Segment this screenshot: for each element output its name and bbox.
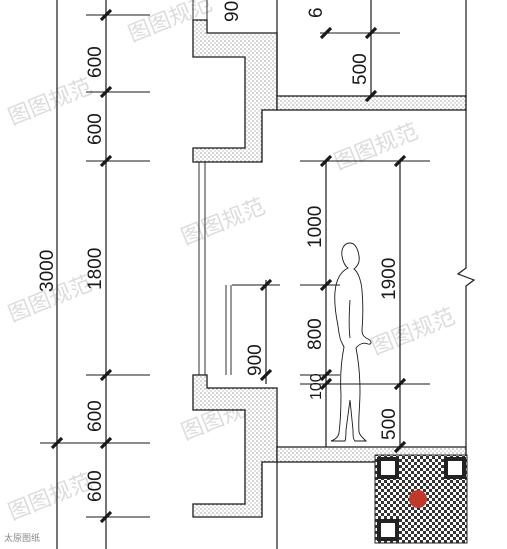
dim-label-600: 600 bbox=[85, 400, 106, 432]
dim-label-600: 600 bbox=[85, 46, 106, 78]
footer-watermark: 太原图纸 bbox=[4, 532, 40, 544]
human-figure bbox=[330, 242, 372, 442]
dim-label-500: 500 bbox=[379, 408, 400, 440]
middle-dim-chain bbox=[300, 154, 430, 447]
window-dim bbox=[232, 278, 280, 384]
dim-label-90: 90 bbox=[222, 1, 243, 22]
dim-label-6: 6 bbox=[306, 7, 327, 18]
dim-label-1900: 1900 bbox=[379, 258, 400, 300]
total-height-label: 3000 bbox=[37, 250, 58, 292]
dim-label-600: 600 bbox=[85, 113, 106, 145]
dim-label-800: 800 bbox=[305, 318, 326, 350]
watermark-text: 图图规范 bbox=[178, 194, 269, 250]
watermark-text: 图图规范 bbox=[368, 304, 459, 360]
lower-sill-profile bbox=[192, 374, 278, 518]
upper-sill-profile bbox=[192, 19, 278, 163]
qr-code-image bbox=[374, 454, 468, 544]
watermark-text: 图图规范 bbox=[5, 74, 96, 130]
watermark-text: 图图规范 bbox=[5, 469, 96, 525]
watermark-text: 图图规范 bbox=[331, 119, 422, 175]
window-frame bbox=[192, 0, 232, 375]
left-dimension-chain bbox=[40, 0, 150, 549]
dim-label-1800: 1800 bbox=[85, 248, 106, 290]
dim-label-1000: 1000 bbox=[305, 206, 326, 248]
dim-label-100: 100 bbox=[308, 373, 325, 400]
break-line bbox=[456, 110, 476, 447]
figure-dim bbox=[370, 154, 430, 454]
dim-label-900: 900 bbox=[245, 344, 266, 376]
dim-label-600: 600 bbox=[85, 470, 106, 502]
upper-right-dims bbox=[233, 0, 400, 103]
dim-label-500: 500 bbox=[350, 53, 371, 85]
qr-logo-icon bbox=[409, 490, 427, 508]
